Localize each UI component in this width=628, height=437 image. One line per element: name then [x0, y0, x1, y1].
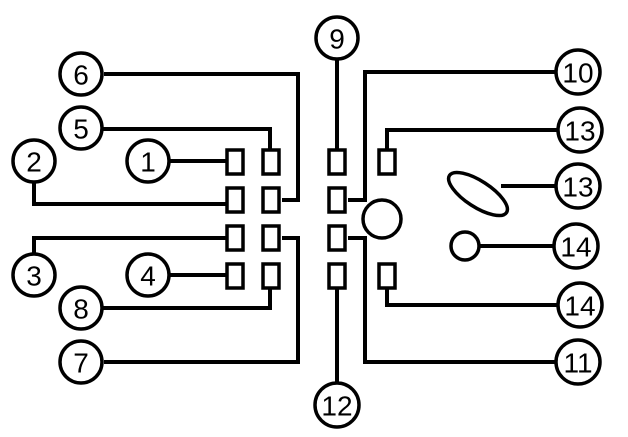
pin-socket: [377, 148, 397, 176]
terminal-14-upper-label: 14: [560, 232, 591, 263]
pin-socket: [225, 262, 245, 290]
terminal-14-upper: 14: [552, 222, 600, 270]
pin-socket: [225, 224, 245, 252]
wire-14b: [385, 286, 558, 307]
pin-socket: [327, 262, 347, 290]
terminal-12-label: 12: [321, 391, 352, 422]
terminal-labels: 1 2 3 4 5 6 7 8: [11, 15, 604, 429]
terminal-1-label: 1: [140, 147, 156, 178]
pin-socket: [261, 148, 281, 176]
terminal-13-upper: 13: [556, 106, 604, 154]
terminal-3: 3: [11, 252, 57, 298]
terminal-4: 4: [125, 252, 171, 298]
wire-13a: [385, 128, 558, 152]
wire-2: [32, 180, 227, 206]
terminal-8-label: 8: [73, 294, 89, 325]
pin-socket: [327, 186, 347, 214]
terminal-7: 7: [58, 339, 104, 385]
terminal-8: 8: [58, 285, 104, 331]
pin-socket: [327, 224, 347, 252]
wires: [32, 60, 558, 383]
terminal-1: 1: [125, 138, 171, 184]
terminal-9: 9: [314, 15, 360, 61]
pin-socket: [327, 148, 347, 176]
terminal-13-lower: 13: [554, 162, 602, 210]
center-round-pin: [361, 198, 403, 240]
terminal-5-label: 5: [73, 114, 89, 145]
wire-5: [102, 127, 272, 150]
pin-socket: [225, 186, 245, 214]
terminal-4-label: 4: [140, 261, 156, 292]
wire-8: [102, 288, 272, 310]
terminal-2-label: 2: [26, 147, 42, 178]
terminal-7-label: 7: [73, 348, 89, 379]
terminal-13-upper-label: 13: [564, 116, 595, 147]
terminal-2: 2: [11, 138, 57, 184]
small-round-pin: [449, 230, 481, 262]
pin-socket: [261, 186, 281, 214]
terminal-6-label: 6: [73, 60, 89, 91]
wire-3: [32, 236, 227, 256]
pin-socket: [377, 262, 397, 290]
terminal-10: 10: [554, 48, 602, 96]
terminal-11-label: 11: [563, 348, 592, 379]
wire-10: [348, 70, 556, 202]
terminal-14-lower-label: 14: [564, 291, 595, 322]
pin-sockets: [225, 148, 397, 290]
wire-11: [348, 236, 556, 364]
terminal-3-label: 3: [26, 261, 42, 292]
terminal-11: 11: [554, 338, 602, 386]
pin-socket: [261, 224, 281, 252]
wire-7: [104, 236, 300, 364]
terminal-12: 12: [313, 381, 361, 429]
terminal-10-label: 10: [562, 58, 593, 89]
pin-socket: [225, 148, 245, 176]
wire-6: [104, 72, 300, 202]
terminal-13-lower-label: 13: [562, 172, 593, 203]
terminal-6: 6: [58, 51, 104, 97]
pin-socket: [261, 262, 281, 290]
terminal-9-label: 9: [329, 24, 345, 55]
oval-slot: [446, 170, 510, 218]
terminal-14-lower: 14: [556, 281, 604, 329]
terminal-5: 5: [58, 105, 104, 151]
